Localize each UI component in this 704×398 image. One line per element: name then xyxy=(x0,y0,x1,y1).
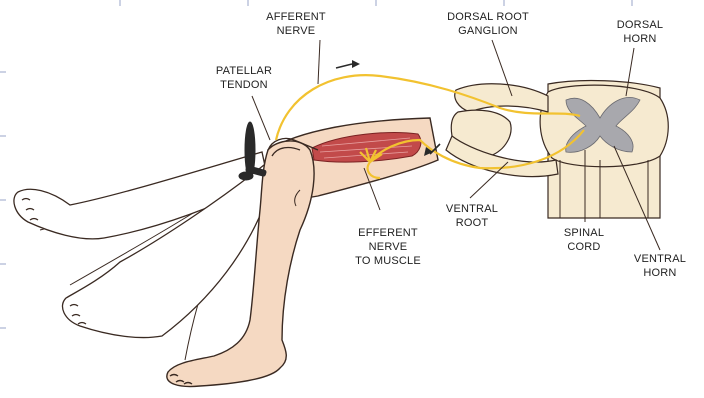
label-afferent-nerve: AFFERENT NERVE xyxy=(266,11,326,37)
label-efferent-nerve-line3: TO MUSCLE xyxy=(355,255,421,267)
label-patellar-tendon-line1: PATELLAR xyxy=(216,65,272,77)
label-ventral-horn: VENTRAL HORN xyxy=(634,253,686,279)
label-dorsal-horn: DORSAL HORN xyxy=(617,19,663,45)
label-patellar-tendon-line2: TENDON xyxy=(220,79,268,91)
label-drg-line2: GANGLION xyxy=(458,25,518,37)
label-ventral-horn-line2: HORN xyxy=(643,267,676,279)
label-dorsal-horn-line2: HORN xyxy=(623,33,656,45)
label-spinal-cord-line1: SPINAL xyxy=(564,227,604,239)
label-ventral-root-line2: ROOT xyxy=(456,217,489,229)
label-efferent-nerve-line2: NERVE xyxy=(369,241,408,253)
label-dorsal-horn-line1: DORSAL xyxy=(617,19,663,31)
label-ventral-root: VENTRAL ROOT xyxy=(446,203,498,229)
label-afferent-nerve-line1: AFFERENT xyxy=(266,11,326,23)
label-drg-line1: DORSAL ROOT xyxy=(447,11,529,23)
afferent-arrow-icon xyxy=(336,60,360,68)
label-spinal-cord-line2: CORD xyxy=(567,241,600,253)
label-afferent-nerve-line2: NERVE xyxy=(277,25,316,37)
label-efferent-nerve: EFFERENT NERVE TO MUSCLE xyxy=(355,227,421,267)
label-ventral-root-line1: VENTRAL xyxy=(446,203,498,215)
label-patellar-tendon: PATELLAR TENDON xyxy=(216,65,272,91)
spinal-cord xyxy=(540,81,668,218)
label-efferent-nerve-line1: EFFERENT xyxy=(358,227,418,239)
label-spinal-cord: SPINAL CORD xyxy=(564,227,604,253)
label-dorsal-root-ganglion: DORSAL ROOT GANGLION xyxy=(447,11,529,37)
label-ventral-horn-line1: VENTRAL xyxy=(634,253,686,265)
